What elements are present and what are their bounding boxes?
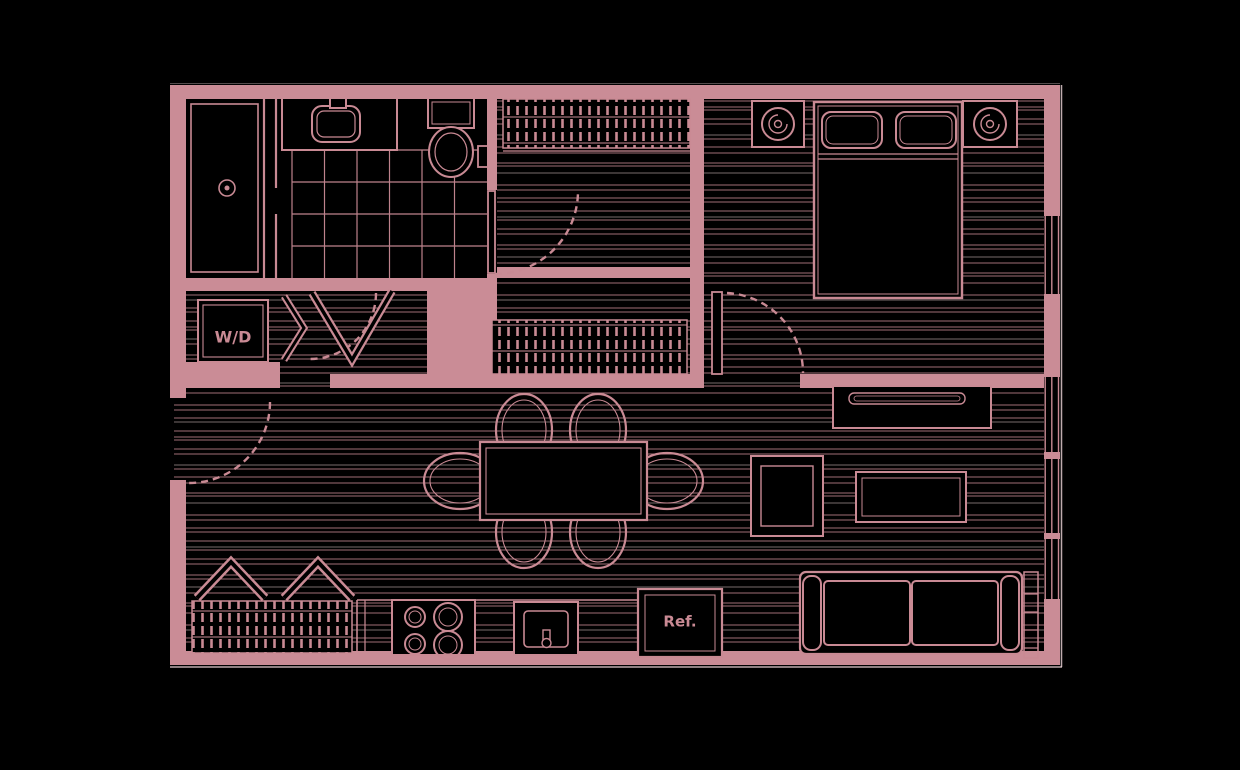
refrigerator: Ref. (636, 587, 724, 659)
burner-large-bottom (433, 630, 463, 660)
washer-dryer-label: W/D (215, 328, 252, 347)
toilet-bowl (428, 126, 474, 178)
bed-frame-inner (817, 105, 959, 295)
shower-drain-icon (218, 179, 236, 197)
coffee-table-inner (861, 477, 961, 517)
plant-icon-2 (973, 107, 1007, 141)
wall-hall-closet-south (497, 267, 690, 278)
bed-pillow-right-inner (899, 115, 953, 145)
armchair (750, 455, 824, 537)
refrigerator-inner (644, 594, 716, 652)
plant-swirl (768, 114, 788, 134)
nightstand-left (751, 100, 805, 148)
entry-door-swing-arc (188, 401, 272, 485)
window-bedroom (1044, 216, 1060, 294)
dining-table-inner (485, 447, 642, 515)
dresser-handle-inner (853, 395, 961, 402)
wall-bedroom-west (690, 99, 704, 376)
plant-icon (761, 107, 795, 141)
washer-dryer-box-inner (202, 304, 264, 358)
sofa-armrest-left (802, 575, 822, 651)
stove (391, 599, 476, 660)
shower-drain-center (224, 185, 230, 191)
sofa-cushion-right (911, 580, 999, 646)
bathroom-door-swing-arc (494, 190, 580, 276)
burner-small-top (404, 606, 426, 628)
dining-table (478, 440, 649, 522)
windows (1044, 216, 1060, 599)
plan-highlight-edges (170, 83, 1063, 668)
bathroom-vanity (281, 95, 398, 151)
kitchen-sink (513, 601, 579, 656)
wall-left-upper (170, 85, 186, 398)
window-living-2 (1044, 459, 1060, 533)
plant-center (773, 119, 783, 129)
wall-bathroom-east-upper (487, 99, 497, 190)
bed-pillow-left-inner (825, 115, 879, 145)
wall-left-lower (170, 480, 186, 665)
side-unit (1023, 571, 1039, 659)
refrigerator-label: Ref. (663, 613, 696, 631)
window-living-1 (1044, 377, 1060, 452)
bathroom (186, 95, 497, 278)
kitchen: Ref. (356, 587, 724, 660)
wall-laundry-south (170, 362, 280, 388)
burner-small-bottom (404, 633, 426, 655)
sofa-armrest-right (1000, 575, 1020, 651)
washer-dryer-box (197, 299, 269, 363)
armchair-frame (750, 455, 824, 537)
bed-pillow-left (821, 111, 883, 149)
wall-bathroom-south (170, 278, 497, 291)
entry-closet-bifold-doors (193, 555, 356, 602)
sofa-cushion-left (823, 580, 911, 646)
dresser-handle (848, 392, 966, 405)
bed (812, 100, 964, 300)
living-dining-room (193, 385, 1039, 659)
wall-bathroom-east-stub (487, 274, 497, 291)
shower-pan (190, 103, 259, 273)
wall-plumbing-chase (427, 278, 497, 378)
side-unit-frame (1023, 571, 1039, 659)
wall-living-north-east (800, 374, 1044, 388)
bathroom-door-leaf (487, 190, 496, 274)
toilet-tank-inner (431, 101, 471, 125)
toilet-bowl-inner (434, 132, 468, 172)
armchair-cushion (760, 465, 814, 527)
plant-center-2 (985, 119, 995, 129)
bed-pillow-right (895, 111, 957, 149)
kitchen-faucet-icon (541, 637, 552, 649)
bedroom (751, 100, 1018, 300)
wall-living-north-west (330, 374, 704, 388)
coffee-table (855, 471, 967, 523)
refrigerator-frame (636, 587, 724, 659)
bedroom-door-swing-arc (726, 291, 805, 374)
sofa (798, 570, 1024, 656)
window-living-3 (1044, 539, 1060, 599)
hallway-closet-hangers (491, 319, 688, 375)
wall-top (170, 85, 1060, 99)
dining-table-top (478, 440, 649, 522)
hall-closet-hangers (502, 98, 691, 149)
sink-basin-inner (316, 110, 356, 138)
bathroom-tile-grid (291, 149, 487, 278)
shower (190, 99, 278, 278)
entry-closet-hangers (191, 600, 353, 654)
laundry-door-swing-arc (309, 292, 378, 361)
toilet (427, 97, 475, 178)
dining-chairs (422, 392, 705, 570)
nightstand-right (962, 100, 1018, 148)
laundry-bifold-door (281, 288, 396, 368)
bed-frame (812, 100, 964, 300)
dresser (832, 385, 992, 429)
plant-swirl-2 (980, 114, 1000, 134)
bedroom-door-leaf (711, 291, 723, 375)
washer-dryer-unit: W/D (197, 299, 269, 363)
doors (188, 190, 805, 485)
closets (191, 98, 691, 654)
coffee-table-top (855, 471, 967, 523)
